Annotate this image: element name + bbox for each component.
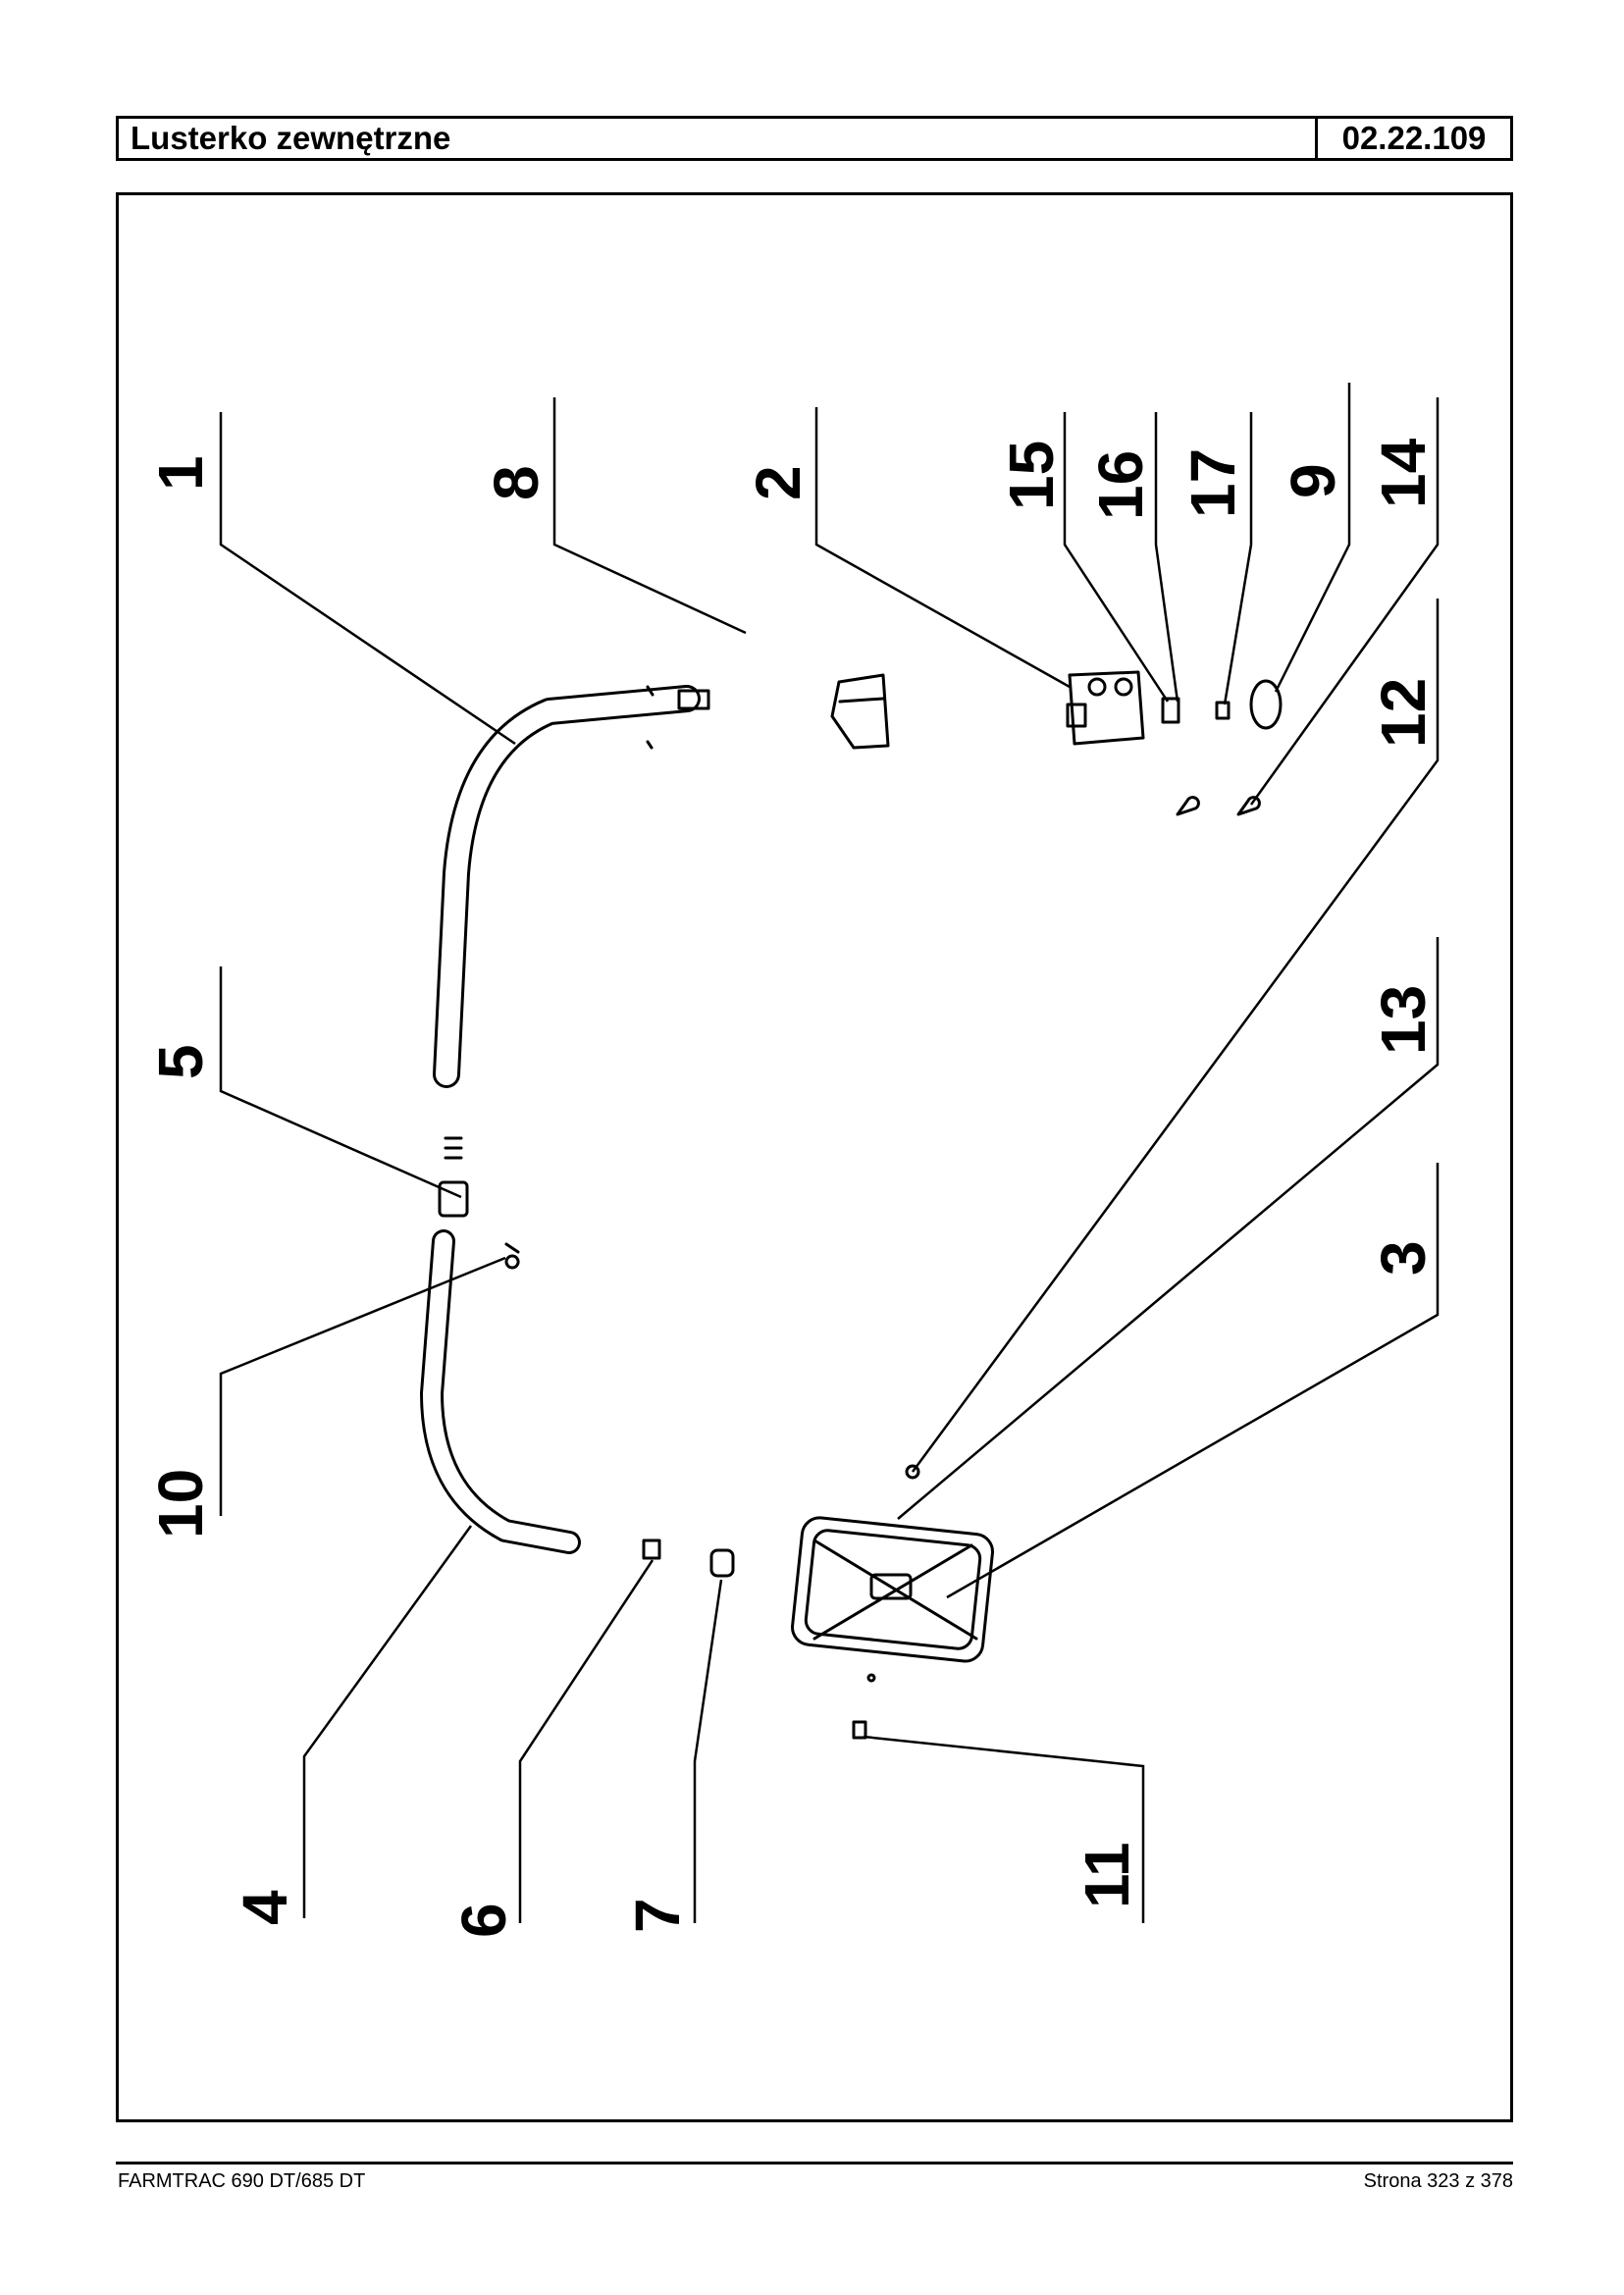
callout-4: 4: [230, 1890, 300, 1925]
nut-part-17: [1215, 701, 1231, 720]
callout-8: 8: [481, 465, 551, 500]
callout-9: 9: [1278, 463, 1348, 498]
spring-part-16: [1161, 697, 1180, 724]
callout-14: 14: [1368, 438, 1439, 508]
screw-part-12: [1176, 796, 1200, 816]
callout-10: 10: [145, 1469, 216, 1539]
callout-2: 2: [743, 465, 813, 500]
bracket-part-8: [830, 673, 890, 750]
callout-3: 3: [1368, 1240, 1439, 1276]
callout-16: 16: [1085, 450, 1156, 520]
callout-12: 12: [1368, 678, 1439, 748]
callout-11: 11: [1072, 1842, 1142, 1908]
arm-upper-end: [677, 689, 710, 710]
footer-model: FARMTRAC 690 DT/685 DT: [118, 2170, 366, 2192]
joint-part: [438, 1180, 469, 1218]
screw-part-11: [852, 1720, 867, 1740]
mirror-part-3: [791, 1516, 994, 1663]
callout-1: 1: [145, 455, 216, 491]
footer-page-number: Strona 323 z 378: [1363, 2170, 1513, 2192]
callout-13: 13: [1368, 985, 1439, 1055]
callout-7: 7: [622, 1898, 693, 1933]
screw-part-10: [504, 1242, 520, 1270]
nut-part-13: [905, 1464, 920, 1480]
callout-labels: 1 8 2 15 16 17 9 14 12 13 3 5 10 4 6 7 1…: [145, 438, 1439, 1938]
diagram-frame: [116, 192, 1513, 2122]
footer-divider: [116, 2162, 1513, 2165]
callout-5: 5: [145, 1044, 216, 1079]
arm-lower-part: [420, 1229, 581, 1554]
cap-part-7: [709, 1548, 735, 1578]
page-header: Lusterko zewnętrzne 02.22.109: [116, 116, 1513, 161]
washer-part-9: [1249, 679, 1283, 730]
callout-6: 6: [448, 1903, 519, 1938]
callout-15: 15: [996, 441, 1067, 510]
screw-part-14: [1236, 796, 1261, 816]
leader-lines: [219, 383, 1440, 1923]
pin-part-11a: [866, 1673, 876, 1683]
clamp-housing-part-2: [1068, 670, 1145, 746]
page-title: Lusterko zewnętrzne: [119, 119, 1318, 158]
part-code: 02.22.109: [1341, 120, 1487, 156]
clip-part-6: [642, 1539, 661, 1560]
callout-17: 17: [1178, 448, 1248, 518]
